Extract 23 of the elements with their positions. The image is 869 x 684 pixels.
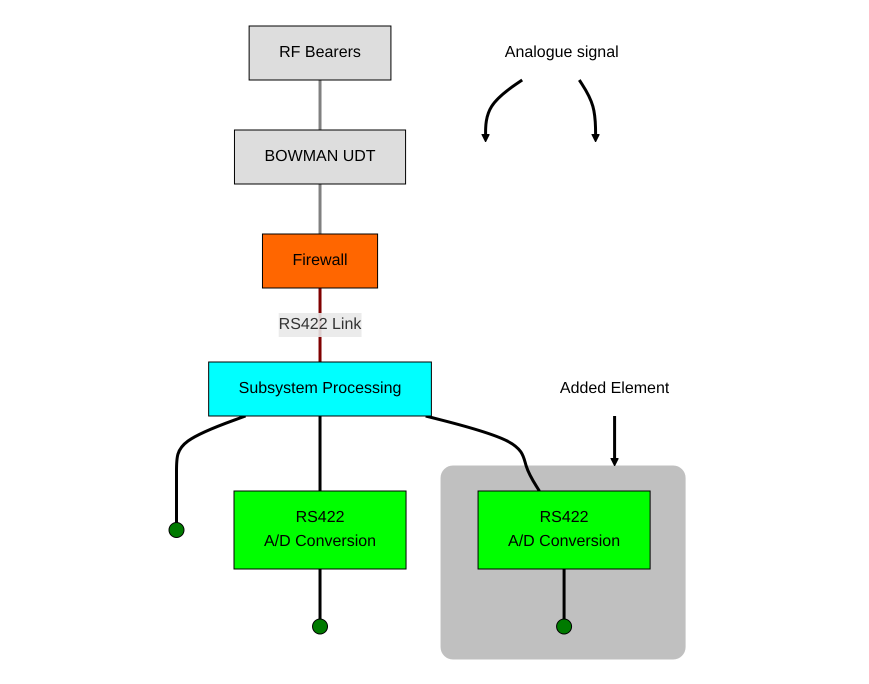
connector-line xyxy=(426,414,541,492)
node-circle xyxy=(556,618,572,634)
arrow xyxy=(610,416,620,466)
connector-line xyxy=(562,568,566,618)
node-box: BOWMAN UDT xyxy=(234,129,406,184)
node-circle xyxy=(312,618,328,634)
node-circle xyxy=(168,522,185,538)
connector-line xyxy=(318,80,322,130)
arrow xyxy=(578,78,600,142)
node-text: Analogue signal xyxy=(505,44,619,60)
node-box: Firewall xyxy=(262,233,378,288)
node-box: RF Bearers xyxy=(248,25,392,80)
connector-line xyxy=(318,568,322,618)
connector-line xyxy=(175,414,246,522)
connector-line xyxy=(318,184,322,234)
node-box: RS422 A/D Conversion xyxy=(234,490,407,569)
node-text: Added Element xyxy=(560,380,670,396)
edge-label: RS422 Link xyxy=(279,316,362,332)
node-box: Subsystem Processing xyxy=(208,361,432,416)
connector-line xyxy=(318,416,322,490)
arrow xyxy=(482,78,524,142)
cluster xyxy=(440,465,686,659)
node-box: RS422 A/D Conversion xyxy=(478,490,651,569)
